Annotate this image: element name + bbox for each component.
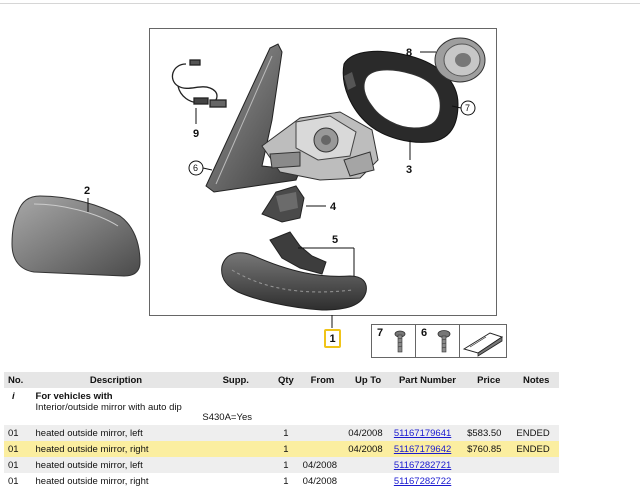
part-number-link[interactable]: 51167282722 (393, 475, 452, 487)
wiring-harness-part (171, 59, 227, 108)
callout-9: 9 (193, 128, 199, 140)
table-row[interactable]: 01 heated outside mirror, left 1 04/2008… (4, 425, 559, 441)
col-header-price: Price (464, 372, 514, 388)
col-header-no: No. (4, 372, 33, 388)
table-row[interactable]: 01 heated outside mirror, left 1 04/2008… (4, 457, 559, 473)
top-divider (0, 3, 640, 4)
parts-table: No. Description Supp. Qty From Up To Par… (4, 372, 559, 489)
cell-supp (199, 473, 273, 489)
cell-qty: 1 (272, 457, 300, 473)
parts-diagram: 2 9 6 4 5 (11, 37, 486, 328)
callout-8: 8 (406, 47, 412, 59)
table-row[interactable]: 01 heated outside mirror, right 1 04/200… (4, 473, 559, 489)
col-header-description: Description (32, 372, 200, 388)
table-header-row: No. Description Supp. Qty From Up To Par… (4, 372, 559, 388)
callout-2: 2 (84, 185, 90, 197)
cell-qty: 1 (272, 473, 300, 489)
cell-description: heated outside mirror, left (32, 425, 200, 441)
callout-5: 5 (332, 234, 338, 246)
cell-price (464, 457, 514, 473)
mirror-cap-part (11, 195, 141, 277)
cell-qty: 1 (272, 441, 300, 457)
col-header-from: From (299, 372, 346, 388)
fastener-legend: 7 6 (371, 324, 507, 358)
col-header-part-number: Part Number (390, 372, 465, 388)
cell-upto (345, 457, 391, 473)
cell-description: heated outside mirror, left (32, 457, 200, 473)
cell-from: 04/2008 (299, 473, 346, 489)
cell-notes: ENDED (513, 425, 559, 441)
part-number-link[interactable]: 51167179641 (393, 427, 452, 439)
fastener-cell-6[interactable]: 6 (416, 325, 460, 357)
cell-no: 01 (4, 457, 33, 473)
info-icon: i (4, 388, 33, 425)
cell-price: $583.50 (464, 425, 514, 441)
cell-description: heated outside mirror, right (32, 473, 200, 489)
callout-6-circled: 6 (193, 163, 198, 173)
cell-from (299, 425, 346, 441)
callout-7-circled: 7 (465, 103, 470, 113)
info-row: i For vehicles with Interior/outside mir… (4, 388, 559, 425)
callout-1-highlighted[interactable]: 1 (324, 329, 341, 348)
cell-supp (199, 457, 273, 473)
cell-upto: 04/2008 (345, 441, 391, 457)
lower-trim-part (221, 231, 367, 311)
info-subtitle: Interior/outside mirror with auto dip (35, 402, 182, 413)
motor-cap-part (434, 37, 486, 83)
fastener-cell-7[interactable]: 7 (372, 325, 416, 357)
col-header-qty: Qty (272, 372, 300, 388)
col-header-upto: Up To (345, 372, 391, 388)
cell-no: 01 (4, 441, 33, 457)
torx-screw-icon (437, 330, 451, 353)
table-row-selected[interactable]: 01 heated outside mirror, right 1 04/200… (4, 441, 559, 457)
cell-notes (513, 457, 559, 473)
cell-description: heated outside mirror, right (32, 441, 200, 457)
cell-from: 04/2008 (299, 457, 346, 473)
cell-no: 01 (4, 473, 33, 489)
mat-wedge-icon (462, 332, 504, 357)
callout-4: 4 (330, 201, 337, 213)
callout-3: 3 (406, 164, 412, 176)
col-header-supp: Supp. (199, 372, 273, 388)
cell-price (464, 473, 514, 489)
cell-supp (199, 441, 273, 457)
mirror-frame-part (342, 50, 459, 143)
screw-icon (394, 330, 406, 353)
cell-upto (345, 473, 391, 489)
part-number-link[interactable]: 51167179642 (393, 443, 452, 455)
cell-supp (199, 425, 273, 441)
info-title: For vehicles with (35, 391, 113, 402)
cell-no: 01 (4, 425, 33, 441)
fastener-number: 7 (377, 327, 384, 339)
motor-assembly-part (261, 111, 379, 181)
cell-qty: 1 (272, 425, 300, 441)
col-header-notes: Notes (513, 372, 559, 388)
fastener-cell-mat[interactable] (460, 325, 506, 357)
info-description: For vehicles with Interior/outside mirro… (32, 388, 200, 425)
part-number-link[interactable]: 51167282721 (393, 459, 452, 471)
bracket-part (261, 185, 305, 223)
cell-price: $760.85 (464, 441, 514, 457)
cell-from (299, 441, 346, 457)
cell-notes: ENDED (513, 441, 559, 457)
cell-upto: 04/2008 (345, 425, 391, 441)
fastener-number: 6 (421, 327, 428, 339)
info-supp: S430A=Yes (199, 388, 273, 425)
cell-notes (513, 473, 559, 489)
